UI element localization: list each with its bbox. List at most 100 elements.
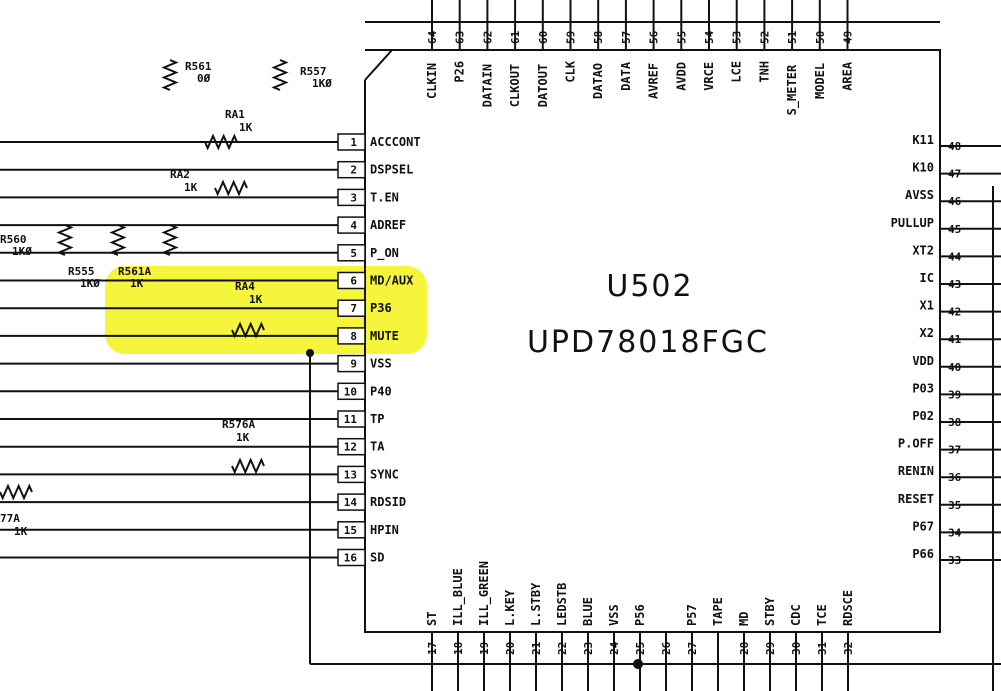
pin-number: 20 — [504, 642, 517, 655]
pin-label: PULLUP — [891, 216, 934, 230]
pin-label: S_METER — [785, 64, 800, 115]
pin-number: 34 — [948, 526, 962, 539]
pin-label: L.KEY — [503, 589, 517, 626]
pin-number: 52 — [758, 31, 771, 44]
junction-dot — [306, 349, 314, 357]
pin-label: STBY — [763, 596, 777, 626]
pin-number-box — [337, 548, 366, 567]
pin-label: XT2 — [912, 243, 934, 257]
pin-number: 19 — [478, 642, 491, 655]
pin-number-box — [337, 160, 366, 179]
resistor-symbol — [56, 224, 74, 256]
pin-number: 10 — [344, 385, 357, 398]
pin-label: VDD — [912, 354, 934, 368]
pin-number: 47 — [948, 168, 961, 181]
pin-label: K10 — [912, 161, 934, 175]
pin-number: 28 — [738, 642, 751, 655]
pin-number: 60 — [537, 31, 550, 44]
pin-label: CLKIN — [425, 63, 439, 99]
pin-label: P02 — [912, 409, 934, 423]
pin-label: SYNC — [370, 467, 399, 481]
pin-number-box — [337, 327, 366, 345]
pin-number: 63 — [454, 31, 467, 44]
pin-label: RDSCE — [841, 590, 855, 626]
resistor-value: 1K — [239, 121, 253, 134]
pin-number: 43 — [948, 278, 961, 291]
pin-number: 61 — [509, 30, 522, 44]
pin-number-box — [337, 133, 366, 151]
pin-label: ILL_BLUE — [451, 568, 466, 626]
pin-label: CLK — [564, 60, 578, 82]
pin-number: 55 — [675, 31, 688, 44]
pin-number-box — [337, 216, 366, 234]
pin-label: CDC — [789, 604, 803, 626]
pin-number: 16 — [344, 552, 358, 565]
pin-number: 51 — [786, 30, 799, 44]
chip-part-number: UPD78018FGC — [527, 325, 769, 360]
pin-number: 39 — [948, 388, 961, 401]
pin-number: 12 — [344, 441, 357, 454]
resistor-symbol — [0, 483, 33, 501]
pin-number: 7 — [350, 302, 357, 315]
pin-number: 3 — [350, 191, 357, 204]
pin-number: 41 — [948, 333, 962, 346]
pin-label: DATAIN — [480, 64, 494, 107]
pin-label: LCE — [730, 61, 744, 83]
pin-label: X1 — [920, 299, 934, 313]
resistor-symbol — [161, 59, 179, 91]
pin-label: BLUE — [581, 597, 595, 626]
pin-label: TA — [370, 440, 385, 454]
pin-number: 33 — [948, 554, 961, 567]
pin-number-box — [337, 410, 366, 428]
resistor-symbol — [231, 321, 265, 339]
pin-label: ACCCONT — [370, 135, 421, 149]
pin-number-box — [337, 465, 366, 484]
pin-label: P.OFF — [898, 437, 934, 451]
pin-number: 23 — [582, 642, 595, 655]
pin-number: 1 — [350, 136, 357, 149]
resistor-symbol — [161, 224, 179, 256]
pin-label: AVREF — [647, 63, 661, 99]
resistor-ref: R561 — [185, 60, 212, 73]
resistors: R5610ØR5571KØR5601KØR5551KØR561A1KRA11KR… — [0, 59, 332, 538]
resistor-ref: RA4 — [235, 280, 255, 293]
pin-label: X2 — [920, 326, 934, 340]
pin-label: ILL_GREEN — [477, 561, 492, 626]
pin-number-box — [337, 188, 366, 207]
resistor-symbol — [271, 59, 289, 91]
pin-number-box — [337, 437, 366, 456]
pin-number: 5 — [350, 247, 357, 260]
pin-label: MODEL — [813, 63, 827, 99]
pin-label: TP — [370, 412, 384, 426]
pin-label: VSS — [607, 604, 621, 626]
pin-label: TNH — [757, 61, 771, 83]
pin-label: AVSS — [905, 188, 934, 202]
pin-number: 50 — [814, 31, 827, 44]
pin-label: P26 — [453, 61, 467, 83]
resistor-ref: R560 — [0, 233, 27, 246]
pin-number-box — [337, 521, 366, 539]
pin-label: HPIN — [370, 523, 399, 537]
pin-number: 25 — [634, 642, 647, 655]
resistor-value: 1KØ — [80, 277, 100, 290]
pin-label: RDSID — [370, 495, 406, 509]
pin-number: 27 — [686, 642, 699, 655]
pin-number: 44 — [948, 250, 962, 263]
pin-number: 64 — [426, 30, 439, 44]
pin-number: 8 — [350, 330, 357, 343]
junction-dot — [633, 659, 643, 669]
pin-label: P_ON — [370, 246, 399, 261]
pin-number: 11 — [344, 413, 358, 426]
pin-label: AREA — [841, 61, 855, 91]
pin-label: MUTE — [370, 329, 399, 343]
pin-label: L.STBY — [529, 582, 543, 626]
pin-label: VRCE — [702, 62, 716, 91]
pin-number: 37 — [948, 444, 961, 457]
pin-number: 2 — [350, 164, 357, 177]
resistor-ref: R557 — [300, 65, 327, 78]
pin-number: 9 — [350, 358, 357, 371]
pin-number-box — [337, 299, 366, 317]
pin-number-box — [337, 271, 366, 290]
pin-number: 4 — [350, 219, 357, 232]
